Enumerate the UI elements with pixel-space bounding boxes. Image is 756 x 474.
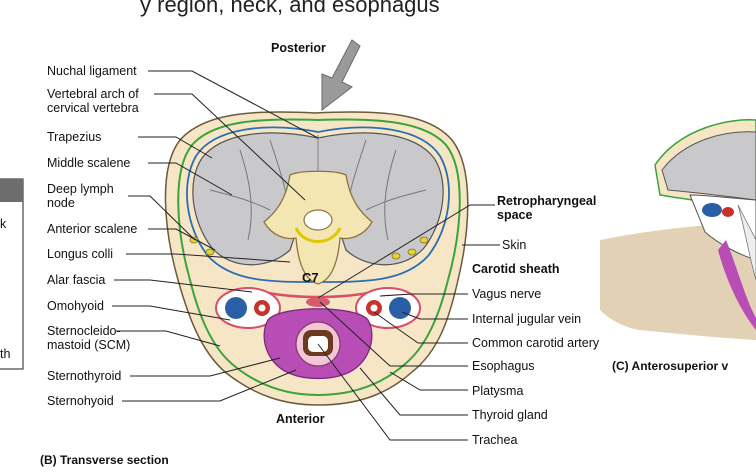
caption-anterosuperior-view: (C) Anterosuperior v bbox=[612, 359, 729, 373]
right-carotid-sheath bbox=[355, 287, 421, 329]
label-platysma: Platysma bbox=[472, 384, 524, 398]
label-trapezius: Trapezius bbox=[47, 130, 102, 144]
caption-transverse-section: (B) Transverse section bbox=[40, 453, 169, 467]
label-esophagus: Esophagus bbox=[472, 359, 535, 373]
label-internal-jugular-vein: Internal jugular vein bbox=[472, 312, 582, 326]
top-cut-text: y region, neck, and esophagus bbox=[140, 0, 440, 17]
label-vertebral-arch: Vertebral arch of cervical vertebra bbox=[47, 87, 139, 115]
label-sternothyroid: Sternothyroid bbox=[47, 369, 122, 383]
label-vagus-nerve: Vagus nerve bbox=[472, 287, 542, 301]
label-retropharyngeal-space: Retropharyngeal space bbox=[497, 194, 597, 222]
vertebra-label: C7 bbox=[302, 270, 319, 285]
label-omohyoid: Omohyoid bbox=[47, 299, 104, 313]
left-carotid-sheath bbox=[215, 287, 281, 329]
label-skin: Skin bbox=[502, 238, 527, 252]
label-carotid-sheath: Carotid sheath bbox=[472, 262, 560, 276]
left-key-box bbox=[0, 178, 24, 370]
left-panel-fragment-th: th bbox=[0, 347, 11, 361]
label-thyroid-gland: Thyroid gland bbox=[472, 408, 548, 422]
label-alar-fascia: Alar fascia bbox=[47, 273, 106, 287]
left-leader-lines bbox=[112, 70, 319, 402]
right-leader-lines bbox=[317, 204, 500, 441]
label-sternocleidomastoid: Sternocleido- mastoid (SCM) bbox=[47, 324, 131, 352]
label-middle-scalene: Middle scalene bbox=[47, 156, 131, 170]
left-panel-fragment-k: k bbox=[0, 217, 7, 231]
panel-c-illustration bbox=[600, 119, 756, 340]
label-sternohyoid: Sternohyoid bbox=[47, 394, 114, 408]
label-longus-colli: Longus colli bbox=[47, 247, 114, 261]
posterior-label: Posterior bbox=[271, 41, 326, 55]
neck-section bbox=[164, 111, 469, 406]
label-nuchal-ligament: Nuchal ligament bbox=[47, 64, 137, 78]
anterior-label: Anterior bbox=[276, 412, 325, 426]
label-deep-lymph-node: Deep lymph node bbox=[47, 182, 114, 210]
posterior-arrow-icon bbox=[321, 39, 361, 112]
label-anterior-scalene: Anterior scalene bbox=[47, 222, 138, 236]
label-common-carotid-artery: Common carotid artery bbox=[472, 336, 600, 350]
label-trachea: Trachea bbox=[472, 433, 518, 447]
